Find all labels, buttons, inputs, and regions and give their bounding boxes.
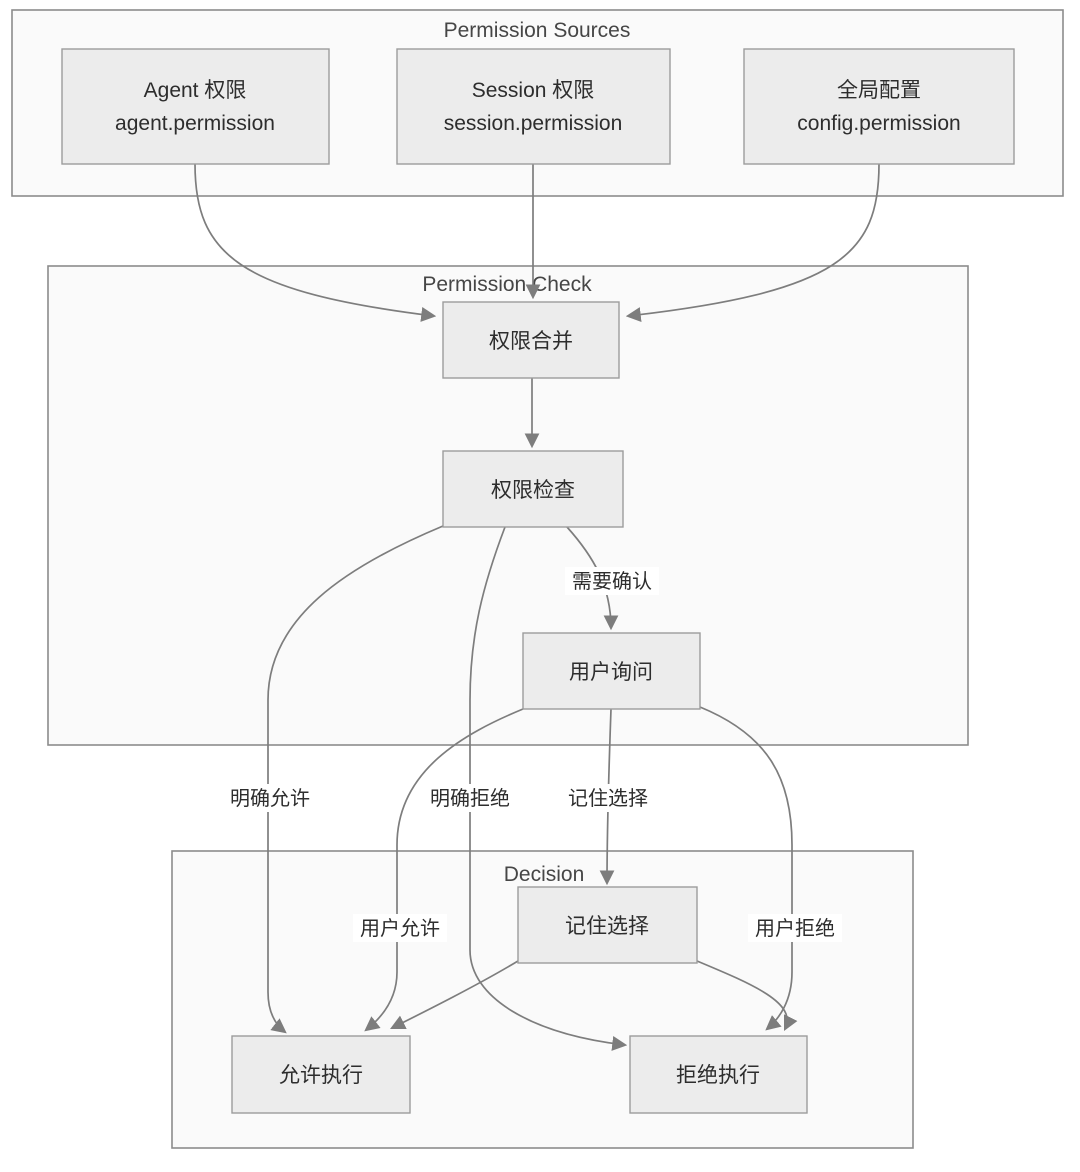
edge-label-need-confirm: 需要确认 [565,567,659,595]
edge-label-bg [748,914,842,942]
edge-label-bg [353,914,447,942]
node-agent-permission: Agent 权限 agent.permission [61,48,330,165]
svg-text:config.permission: config.permission [797,112,960,135]
svg-text:全局配置: 全局配置 [837,79,921,102]
svg-text:用户询问: 用户询问 [569,661,653,684]
edge-agent-to-merge [194,163,437,322]
node-session-permission: Session 权限 session.permission [396,48,671,165]
svg-text:Session 权限: Session 权限 [472,79,595,102]
edge-label-remember-choice: 记住选择 [561,784,655,812]
edge-config-to-merge [625,163,880,323]
edge-label-explicit-allow: 明确允许 [223,784,317,812]
svg-text:agent.permission: agent.permission [115,112,275,135]
svg-text:用户拒绝: 用户拒绝 [755,917,835,940]
node-user-ask: 用户询问 [522,632,701,710]
edge-ask-to-allow-user [364,708,524,1032]
node-deny-execute-box [629,1035,808,1114]
svg-text:需要确认: 需要确认 [572,570,652,593]
node-agent-permission-box [61,48,330,165]
edge-label-user-allow: 用户允许 [353,914,447,942]
node-remember-choice-box [517,886,698,964]
svg-text:记住选择: 记住选择 [565,915,649,938]
edge-check-to-deny-explicit [469,526,628,1051]
node-session-permission-box [396,48,671,165]
edge-label-bg [565,567,659,595]
svg-text:拒绝执行: 拒绝执行 [676,1064,760,1087]
edge-label-user-deny: 用户拒绝 [748,914,842,942]
svg-text:用户允许: 用户允许 [360,917,440,940]
edge-ask-to-deny-user [699,706,793,1031]
svg-text:允许执行: 允许执行 [279,1064,363,1087]
node-allow-execute: 允许执行 [231,1035,411,1114]
edge-label-explicit-deny: 明确拒绝 [423,784,517,812]
edge-check-to-allow-explicit [267,525,444,1034]
edge-label-bg [561,784,655,812]
node-allow-execute-box [231,1035,411,1114]
node-deny-execute: 拒绝执行 [629,1035,808,1114]
svg-text:session.permission: session.permission [444,112,623,135]
svg-text:Agent 权限: Agent 权限 [144,79,247,102]
svg-text:权限检查: 权限检查 [491,479,575,502]
node-permission-check-box [442,450,624,528]
node-config-permission: 全局配置 config.permission [743,48,1015,165]
edge-label-bg [223,784,317,812]
container-permission-check-title: Permission Check [422,273,592,296]
svg-text:权限合并: 权限合并 [489,330,573,353]
svg-text:明确拒绝: 明确拒绝 [430,787,510,810]
edge-remember-to-deny [696,960,798,1032]
container-permission-sources-title: Permission Sources [444,19,631,42]
node-permission-check: 权限检查 [442,450,624,528]
svg-text:记住选择: 记住选择 [568,787,648,810]
node-config-permission-box [743,48,1015,165]
node-remember-choice: 记住选择 [517,886,698,964]
node-permission-merge: 权限合并 [442,301,620,379]
node-permission-merge-box [442,301,620,379]
edge-label-bg [423,784,517,812]
node-user-ask-box [522,632,701,710]
svg-text:明确允许: 明确允许 [230,787,310,810]
container-decision-title: Decision [504,863,585,886]
edge-remember-to-allow [389,960,519,1030]
